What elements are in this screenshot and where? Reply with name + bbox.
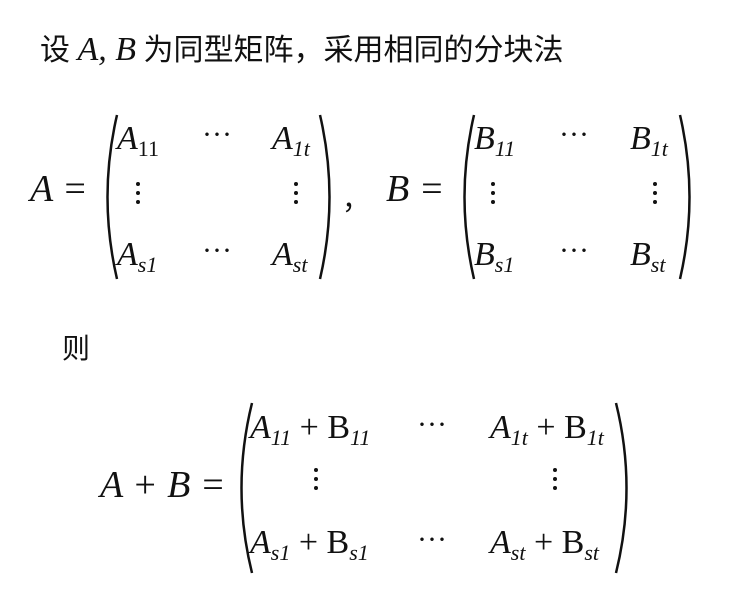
matrix-a-vdots-left bbox=[136, 182, 140, 209]
matrix-b-vdots-right bbox=[653, 182, 657, 209]
sum-label: A + B = bbox=[100, 464, 226, 506]
matrix-b-label: B = bbox=[386, 168, 445, 210]
matrix-a-left-paren bbox=[106, 114, 119, 280]
matrix-b-right-paren bbox=[678, 114, 691, 280]
intro-prefix: 设 bbox=[40, 33, 70, 68]
matrix-a-hdots-top: ··· bbox=[202, 118, 232, 151]
matrix-b-hdots-top: ··· bbox=[559, 118, 589, 151]
matrix-b-cell-st: Bst bbox=[630, 236, 666, 277]
matrix-b-hdots-bottom: ··· bbox=[559, 234, 589, 267]
matrix-a-cell-st: Ast bbox=[272, 236, 308, 277]
matrix-b-left-paren bbox=[463, 114, 476, 280]
sum-cell-st: Ast + Bst bbox=[490, 524, 600, 565]
matrix-separator: ， bbox=[342, 183, 371, 216]
then-text: 则 bbox=[62, 332, 91, 365]
matrix-a-label: A = bbox=[30, 168, 88, 210]
sum-hdots-bottom: ··· bbox=[417, 523, 447, 556]
matrix-a-cell-s1: As1 bbox=[117, 236, 158, 277]
matrix-a-hdots-bottom: ··· bbox=[202, 234, 232, 267]
matrix-a-cell-1t: A1t bbox=[272, 120, 310, 161]
intro-line: 设 A, B 为同型矩阵，采用相同的分块法 bbox=[40, 30, 564, 71]
matrix-b-cell-s1: Bs1 bbox=[474, 236, 515, 277]
matrix-b-vdots-left bbox=[491, 182, 495, 209]
sum-cell-1t: A1t + B1t bbox=[490, 409, 604, 450]
sum-right-paren bbox=[614, 402, 628, 574]
matrix-b-cell-11: B11 bbox=[474, 120, 516, 161]
sum-hdots-top: ··· bbox=[417, 408, 447, 441]
sum-cell-11: A11 + B11 bbox=[250, 409, 371, 450]
intro-text: 为同型矩阵，采用相同的分块法 bbox=[143, 33, 564, 68]
matrix-a-vdots-right bbox=[294, 182, 298, 209]
matrix-b-cell-1t: B1t bbox=[630, 120, 668, 161]
intro-matrices: A, B bbox=[77, 31, 137, 68]
sum-vdots-right bbox=[553, 468, 557, 495]
matrix-a-cell-11: A11 bbox=[117, 120, 159, 161]
sum-cell-s1: As1 + Bs1 bbox=[250, 524, 369, 565]
sum-vdots-left bbox=[314, 468, 318, 495]
sum-left-paren bbox=[240, 402, 254, 574]
matrix-a-right-paren bbox=[318, 114, 331, 280]
